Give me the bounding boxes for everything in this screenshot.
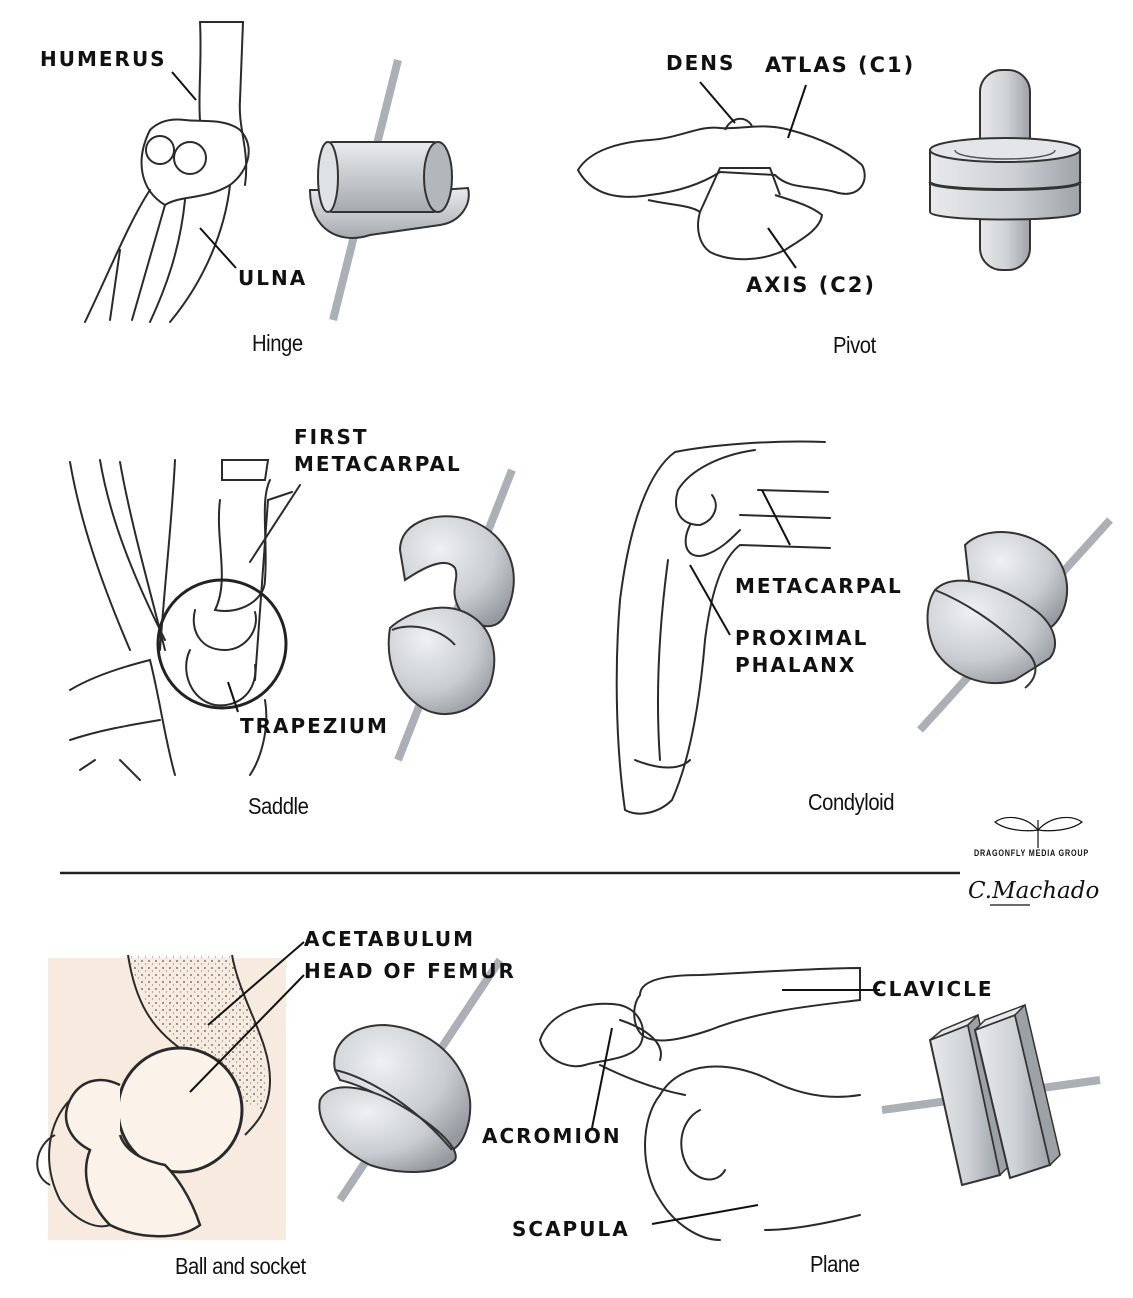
caption-hinge: Hinge (252, 330, 303, 357)
ball-socket-model (319, 960, 500, 1200)
label-atlas: ATLAS (C1) (765, 52, 915, 79)
label-trapezium: TRAPEZIUM (240, 713, 389, 740)
saddle-highlight-circle (158, 580, 286, 708)
label-first-metacarpal: FIRST METACARPAL (294, 424, 462, 478)
caption-ball-and-socket: Ball and socket (175, 1253, 306, 1280)
label-humerus: HUMERUS (40, 46, 167, 73)
pivot-vertebrae-drawing (578, 119, 865, 260)
plane-model (882, 1005, 1100, 1185)
caption-saddle: Saddle (248, 793, 308, 820)
label-acromion: ACROMION (482, 1123, 622, 1150)
label-dens: DENS (666, 50, 735, 77)
label-head-of-femur: HEAD OF FEMUR (304, 958, 516, 985)
plane-shoulder-drawing (540, 968, 860, 1240)
hinge-model (310, 60, 469, 320)
caption-plane: Plane (810, 1251, 860, 1278)
condyloid-model (920, 520, 1110, 730)
saddle-model (389, 470, 514, 760)
label-acetabulum: ACETABULUM (304, 926, 475, 953)
credit-studio: DRAGONFLY MEDIA GROUP (974, 848, 1089, 858)
label-axis: AXIS (C2) (746, 272, 876, 299)
pivot-model (930, 70, 1080, 270)
label-clavicle: CLAVICLE (872, 976, 994, 1003)
label-scapula: SCAPULA (512, 1216, 630, 1243)
label-ulna: ULNA (238, 265, 307, 292)
label-metacarpal: METACARPAL (735, 573, 903, 600)
caption-pivot: Pivot (833, 332, 876, 359)
credit-artist-signature: C.Machado (968, 878, 1099, 904)
caption-condyloid: Condyloid (808, 789, 894, 816)
label-proximal-phalanx: PROXIMAL PHALANX (735, 625, 868, 679)
